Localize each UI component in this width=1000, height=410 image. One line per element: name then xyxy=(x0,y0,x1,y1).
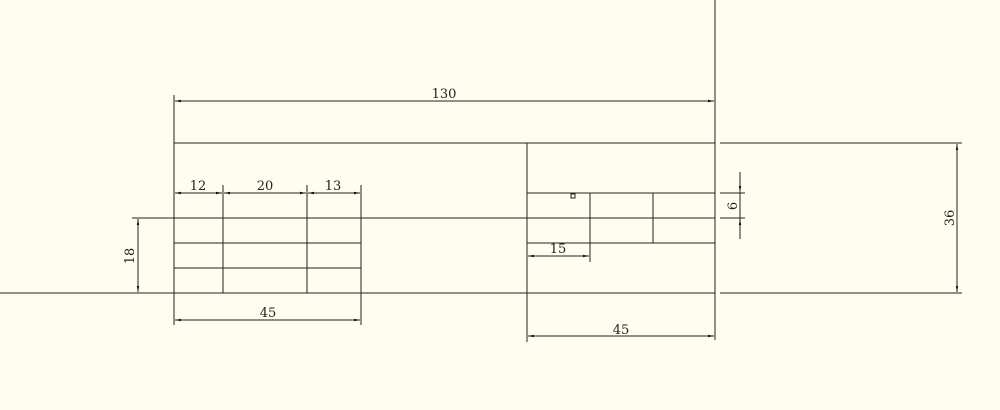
dim-label-left-height: 18 xyxy=(123,248,138,265)
dim-label-overall-height: 36 xyxy=(943,210,958,227)
geometry-lines xyxy=(0,0,962,342)
point-marker xyxy=(570,193,576,199)
dim-label-left-width: 45 xyxy=(260,306,277,321)
dim-label-right-col: 15 xyxy=(550,242,567,257)
dim-label-overall-width: 130 xyxy=(432,87,457,102)
dim-label-right-row: 6 xyxy=(726,202,741,210)
dim-label-left-col1: 12 xyxy=(190,179,207,194)
dim-label-left-col3: 13 xyxy=(325,179,342,194)
dimension-labels: 130 12 20 13 18 45 15 6 36 45 xyxy=(123,87,958,338)
dim-label-right-width: 45 xyxy=(613,323,630,338)
dim-label-left-col2: 20 xyxy=(257,179,274,194)
dimension-lines xyxy=(136,99,959,338)
